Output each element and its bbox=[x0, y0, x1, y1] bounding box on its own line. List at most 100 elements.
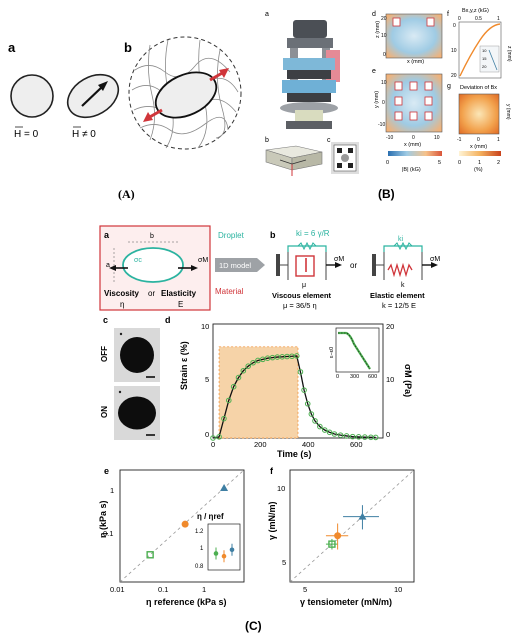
panel-b-label-g: g bbox=[447, 83, 451, 90]
panel-c-tension-chart: f γ (mN/m) 10 5 5 10 γ tensiometer (mN/m… bbox=[267, 466, 415, 607]
plot-f-xtick: 0.5 bbox=[475, 16, 482, 22]
dashpot-box bbox=[295, 255, 315, 277]
panel-b-label-a: a bbox=[265, 11, 269, 18]
tension-ylabel: γ (mN/m) bbox=[267, 501, 277, 540]
round-droplet bbox=[10, 74, 54, 118]
elastic-equation: k = 12/5 E bbox=[382, 301, 416, 310]
tension-xtick: 10 bbox=[394, 585, 402, 594]
panel-c-micrographs: c OFF ON bbox=[100, 315, 160, 440]
network-boundary bbox=[128, 36, 242, 150]
droplet-label: Droplet bbox=[218, 231, 245, 240]
ki-symbol: ki bbox=[398, 236, 404, 243]
panel-c-label-a: a bbox=[104, 230, 110, 240]
droplet-off bbox=[120, 337, 154, 373]
map-e-xtick: 10 bbox=[434, 135, 440, 141]
map-e-xtick: -10 bbox=[386, 135, 393, 141]
device-plate bbox=[287, 38, 333, 48]
wall bbox=[372, 254, 376, 276]
ratio-title: η / ηref bbox=[197, 512, 224, 521]
strain-point bbox=[331, 431, 338, 437]
panel-b: a b c bbox=[265, 8, 512, 201]
panel-c-strain-chart: d Strain ε (%) 10 5 0 20 10 0 σM (Pa) 0 … bbox=[165, 315, 413, 459]
panel-a-label-b: b bbox=[124, 40, 132, 55]
map-e-ytick: 0 bbox=[382, 100, 385, 106]
map-d-ytick: 20 bbox=[381, 16, 387, 22]
mu-symbol: μ bbox=[302, 282, 306, 289]
eta-symbol: η bbox=[120, 300, 124, 309]
map-e-ytick: -10 bbox=[378, 122, 385, 128]
plot-f-ytick: 0 bbox=[453, 23, 456, 29]
ki-equation: ki = 6 γ/R bbox=[296, 229, 330, 238]
spring-frame bbox=[287, 245, 327, 252]
e-symbol: E bbox=[178, 300, 183, 309]
stress-ytick: 0 bbox=[386, 430, 390, 439]
strain-point bbox=[308, 411, 315, 417]
panel-b-label-e: e bbox=[372, 68, 376, 75]
deviation-colorbar bbox=[459, 151, 501, 156]
strain-ytick: 0 bbox=[205, 430, 209, 439]
dim-b: b bbox=[150, 233, 154, 240]
off-label: OFF bbox=[100, 346, 109, 362]
inset-data bbox=[338, 332, 371, 370]
dark-plate bbox=[287, 93, 331, 102]
h-nonzero-label: H ≠ 0 bbox=[72, 129, 96, 140]
plot-f-xtick: 0 bbox=[458, 16, 461, 22]
ratio-series bbox=[213, 543, 235, 563]
strain-point bbox=[355, 434, 362, 440]
plot-f-inset-tick: 15 bbox=[482, 56, 487, 61]
magnet-marker bbox=[424, 111, 433, 121]
inset-xtick: 300 bbox=[350, 374, 359, 380]
plot-f-inset-tick: 20 bbox=[482, 64, 487, 69]
time-xtick: 0 bbox=[211, 440, 215, 449]
field-profile-line bbox=[459, 23, 501, 77]
magnet-ring-photo bbox=[331, 142, 359, 174]
time-xtick: 600 bbox=[350, 440, 363, 449]
viscous-equation: μ = 36/5 η bbox=[283, 301, 317, 310]
magnet-marker bbox=[394, 96, 403, 106]
stress-ytick: 20 bbox=[386, 322, 394, 331]
stress-ytick: 10 bbox=[386, 375, 394, 384]
map-d-xlabel: x (mm) bbox=[407, 59, 424, 65]
magnet-cube-schematic bbox=[265, 145, 323, 176]
field-colorbar bbox=[388, 151, 442, 156]
dev-cb-label: (%) bbox=[474, 167, 483, 173]
deviation-map bbox=[458, 93, 500, 135]
strain-point bbox=[297, 369, 304, 375]
panel-b-label-f: f bbox=[447, 11, 449, 18]
strain-point bbox=[221, 415, 227, 422]
blue-holder bbox=[282, 80, 336, 93]
strain-point bbox=[343, 433, 350, 439]
ring-magnet bbox=[337, 163, 342, 168]
tension-xlabel: γ tensiometer (mN/m) bbox=[300, 597, 392, 607]
plot-f-ytick: 20 bbox=[451, 73, 457, 79]
or-label-b: or bbox=[350, 261, 357, 270]
caption-c: (C) bbox=[245, 619, 262, 633]
plot-g-tick: 0 bbox=[477, 137, 480, 143]
field-arrow bbox=[81, 85, 104, 107]
panel-c-model: a b a σc σM Viscosity or Elasticity η E … bbox=[99, 225, 440, 311]
wall bbox=[276, 254, 280, 276]
viscosity-xtick: 0.1 bbox=[158, 585, 168, 594]
viscosity-point bbox=[146, 551, 154, 559]
particle bbox=[119, 332, 123, 336]
ring-center bbox=[341, 154, 349, 162]
ratio-ytick: 1 bbox=[200, 546, 204, 552]
strain-point bbox=[216, 434, 222, 440]
strain-point bbox=[250, 359, 256, 366]
dev-cb-tick: 1 bbox=[478, 160, 481, 166]
sigma-m-label: σM bbox=[198, 257, 208, 264]
ratio-point bbox=[213, 551, 219, 556]
inset-xtick: 0 bbox=[336, 374, 339, 380]
arrowhead-icon bbox=[191, 265, 198, 271]
plot-f-inset bbox=[479, 45, 500, 73]
tension-ytick: 10 bbox=[277, 484, 285, 493]
magnet-marker bbox=[394, 81, 403, 91]
panel-c-label-c: c bbox=[103, 315, 108, 325]
time-xtick: 400 bbox=[302, 440, 315, 449]
ratio-ytick: 1.2 bbox=[195, 529, 204, 535]
panel-b-label-b: b bbox=[265, 137, 269, 144]
magnet-array bbox=[295, 110, 323, 121]
ratio-ytick: 0.8 bbox=[195, 564, 204, 570]
material-label: Material bbox=[215, 287, 244, 296]
